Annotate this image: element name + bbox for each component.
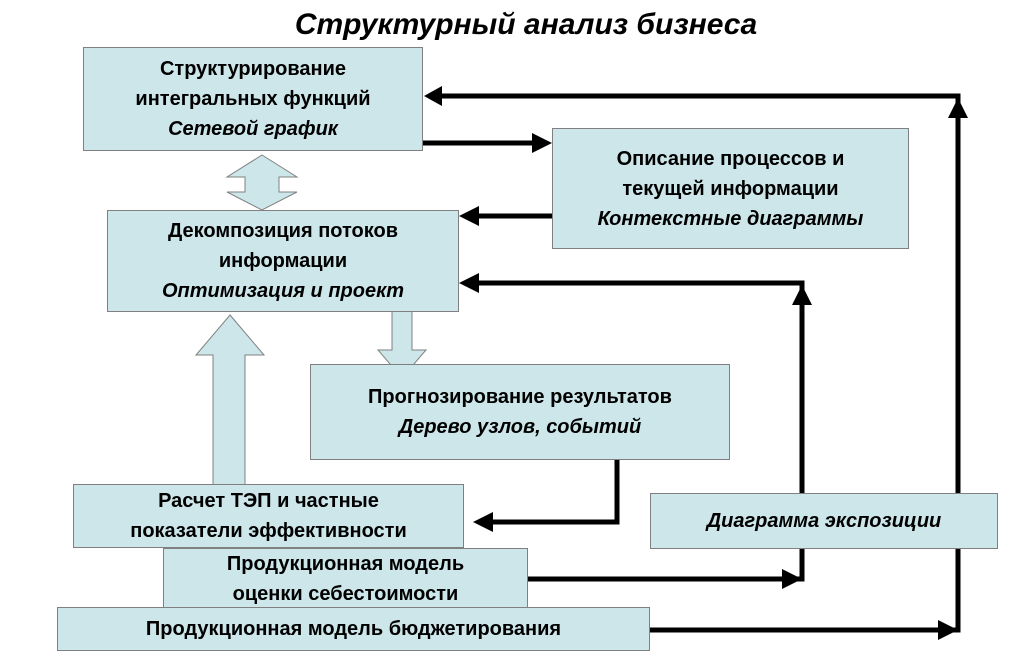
box-budget-model: Продукционная модель бюджетирования <box>57 607 650 651</box>
box-decomposition-line3: Оптимизация и проект <box>161 280 405 302</box>
box-budget-line1: Продукционная модель бюджетирования <box>145 618 562 640</box>
block-arrow-tep-to-decomposition <box>194 314 266 486</box>
box-structuring-line1: Структурирование <box>159 58 347 80</box>
arrowhead-into-decomposition-lower <box>459 273 479 293</box>
box-process-description: Описание процессов и текущей информации … <box>552 128 909 249</box>
arrowhead-into-cost-loop <box>782 569 802 589</box>
box-forecasting-line2: Дерево узлов, событий <box>398 416 642 438</box>
box-process-line3: Контекстные диаграммы <box>597 207 864 230</box>
box-tep-calc: Расчет ТЭП и частные показатели эффектив… <box>73 484 464 548</box>
arrowhead-into-decomposition-upper <box>459 206 479 226</box>
arrowhead-up-cost-loop <box>792 285 812 305</box>
box-process-line1: Описание процессов и <box>616 147 845 170</box>
arrowhead-into-structuring <box>424 86 442 106</box>
connector-forecasting-to-tep <box>490 460 620 525</box>
box-structuring-line2: интегральных функций <box>135 88 371 110</box>
diagram-title: Структурный анализ бизнеса <box>294 8 758 41</box>
connector-cost-to-decomposition <box>476 280 805 582</box>
box-forecasting-line1: Прогнозирование результатов <box>368 386 672 408</box>
box-cost-line2: оценки себестоимости <box>232 582 459 605</box>
box-decomposition-line1: Декомпозиция потоков <box>168 220 398 242</box>
arrowhead-up-right-loop <box>948 98 968 118</box>
box-structuring: Структурирование интегральных функций Се… <box>83 47 423 151</box>
box-structuring-line3: Сетевой график <box>168 118 338 140</box>
box-cost-model: Продукционная модель оценки себестоимост… <box>163 548 528 609</box>
arrowhead-into-right-loop <box>938 620 958 640</box>
box-cost-line1: Продукционная модель <box>226 552 465 575</box>
box-process-line2: текущей информации <box>622 177 839 200</box>
box-decomposition-line2: информации <box>218 250 348 272</box>
arrowhead-into-process <box>532 133 552 153</box>
box-tep-line1: Расчет ТЭП и частные <box>158 490 379 512</box>
box-tep-line2: показатели эффективности <box>130 520 407 542</box>
box-exposure-diagram: Диаграмма экспозиции <box>650 493 998 549</box>
box-decomposition: Декомпозиция потоков информации Оптимиза… <box>107 210 459 312</box>
box-forecasting: Прогнозирование результатов Дерево узлов… <box>310 364 730 460</box>
double-arrow-structuring-decomposition <box>225 154 299 211</box>
box-exposure-line1: Диаграмма экспозиции <box>706 510 942 532</box>
arrowhead-into-tep <box>473 512 493 532</box>
